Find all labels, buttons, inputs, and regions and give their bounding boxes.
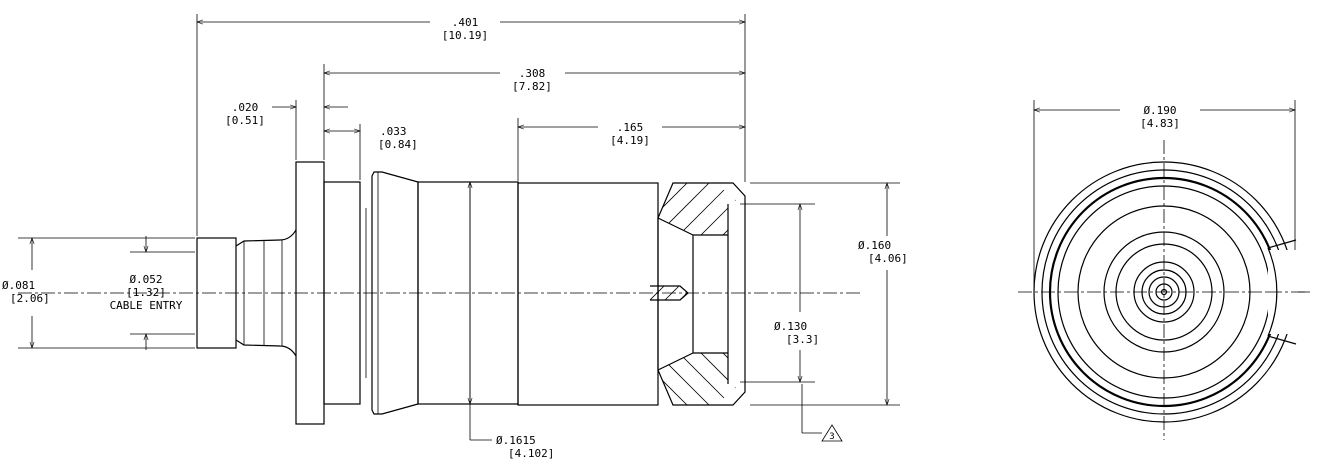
side-view: .401 [10.19] .308 [7.82] .020 [0.51] .03… xyxy=(2,14,908,460)
dim-bore-diameter: Ø.130 xyxy=(774,320,807,333)
note-flag-number: 3 xyxy=(829,432,834,442)
dim-socket-length: .165 xyxy=(617,121,644,134)
dim-body-length-mm: [7.82] xyxy=(512,80,552,93)
dimension-lines xyxy=(29,19,890,441)
dim-groove-width: .033 xyxy=(380,125,407,138)
dim-entry-diameter-mm: [2.06] xyxy=(10,292,50,305)
dim-outer-diameter-mm: [4.06] xyxy=(868,252,908,265)
dim-end-view-diameter-mm: [4.83] xyxy=(1140,117,1180,130)
dim-overall-length: .401 xyxy=(452,16,479,29)
cable-entry-section xyxy=(196,229,297,357)
socket-section xyxy=(650,182,746,406)
dim-bore-diameter-mm: [3.3] xyxy=(786,333,819,346)
dim-overall-length-mm: [10.19] xyxy=(442,29,488,42)
note-flag-triangle: 3 xyxy=(821,424,843,442)
end-view: Ø.190 [4.83] xyxy=(1018,100,1310,440)
hub xyxy=(323,181,361,405)
dim-flange-thickness: .020 xyxy=(232,101,259,114)
dim-body-length: .308 xyxy=(519,67,546,80)
dim-body-diameter: Ø.1615 xyxy=(496,434,536,447)
dim-socket-length-mm: [4.19] xyxy=(610,134,650,147)
dim-body-diameter-mm: [4.102] xyxy=(508,447,554,460)
dim-entry-diameter: Ø.081 xyxy=(2,279,35,292)
dim-groove-width-mm: [0.84] xyxy=(378,138,418,151)
dim-end-view-diameter: Ø.190 xyxy=(1143,104,1176,117)
dim-outer-diameter: Ø.160 xyxy=(858,239,891,252)
dim-cable-entry-mm: [1.32] xyxy=(126,286,166,299)
dim-flange-thickness-mm: [0.51] xyxy=(225,114,265,127)
dim-cable-entry: Ø.052 xyxy=(129,273,162,286)
dim-cable-entry-label: CABLE ENTRY xyxy=(110,299,183,312)
dimension-labels: .401 [10.19] .308 [7.82] .020 [0.51] .03… xyxy=(2,16,908,460)
